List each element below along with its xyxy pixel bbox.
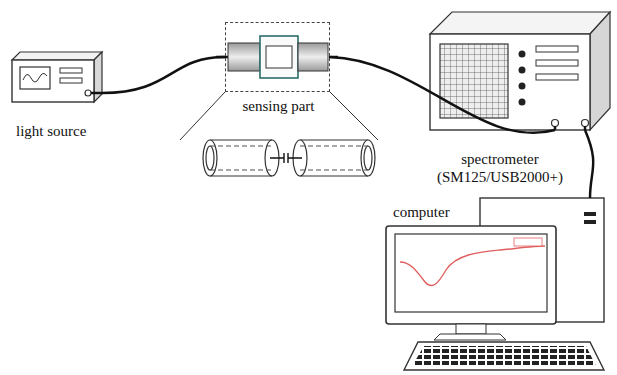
- fiber-cable: [102, 57, 225, 93]
- device-label: sensing part: [242, 97, 314, 115]
- spectrometer-device: [430, 12, 610, 130]
- spectrometer-box: spectrometer (SM125/USB2000+): [428, 10, 612, 130]
- fiber-cable: [330, 57, 555, 133]
- zoom-line: [180, 92, 378, 140]
- device-label: light source: [16, 122, 86, 140]
- fiber-cable: [585, 130, 593, 198]
- computer-set: [386, 198, 604, 370]
- sensor-enlarged: [203, 140, 375, 176]
- device-label: spectrometer (SM125/USB2000+): [425, 150, 575, 186]
- light-source-device: [12, 52, 102, 102]
- computer-box: computer: [385, 198, 607, 372]
- sensing-part-box: sensing part: [225, 22, 330, 92]
- sensor-assembly: [216, 36, 338, 78]
- device-label: computer: [393, 203, 450, 221]
- light-source-box: light source: [10, 52, 102, 102]
